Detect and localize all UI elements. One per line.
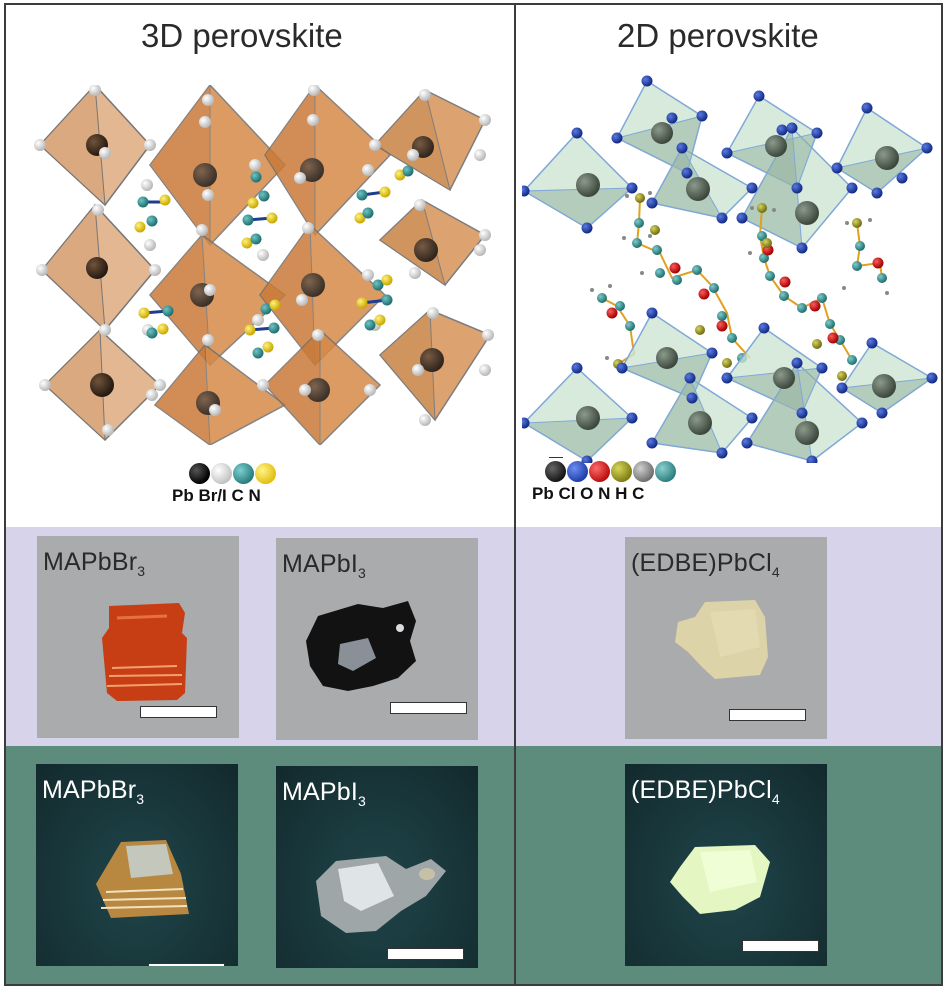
pb-atom-swatch [189,463,210,484]
c-atom-swatch [233,463,254,484]
n-atom-swatch [255,463,276,484]
mapbbr3-crystal-uv [96,840,189,918]
scale-bar [729,709,806,721]
scale-bar [148,963,225,966]
photo-edbe-pbcl4-uv: (EDBE)PbCl4 [625,764,827,966]
pb-atom-swatch [545,461,566,482]
formula-label: MAPbBr3 [43,548,146,579]
title-2d-perovskite: 2D perovskite [617,17,819,54]
scale-bar [742,940,819,952]
mapbi3-crystal-uv [316,856,446,933]
3d-element-legend: Pb Br/I C N [172,463,277,506]
scale-bar [387,948,464,960]
formula-label: MAPbI3 [282,550,367,581]
2d-perovskite-structure-diagram [522,75,938,463]
3d-perovskite-structure-diagram [34,85,494,445]
h-atom-swatch [633,461,654,482]
panel-divider [514,3,516,986]
scale-bar [390,702,467,714]
photo-mapbi3-ambient: MAPbI3 [276,538,478,740]
photo-edbe-pbcl4-ambient: (EDBE)PbCl4 [625,537,827,739]
c-atom-swatch [655,461,676,482]
formula-label: MAPbBr3 [42,776,145,807]
formula-label: (EDBE)PbCl4 [631,549,780,580]
cl-atom-swatch [567,461,588,482]
octahedron [38,85,151,207]
mapbi3-crystal [306,601,416,691]
2d-legend-labels: Pb Cl O N H C [532,484,645,503]
photo-mapbbr3-ambient: MAPbBr3 [37,536,239,738]
edbe-pbcl4-crystal [675,600,768,679]
br-i-atom-swatch [211,463,232,484]
edbe-pbcl4-crystal-uv [670,845,770,914]
title-3d-perovskite: 3D perovskite [141,17,343,54]
photo-mapbi3-uv: MAPbI3 [276,766,478,968]
n-atom-swatch [611,461,632,482]
2d-element-legend: Pb Cl O N H C [532,457,677,504]
scale-bar [140,706,217,718]
mapbbr3-crystal [102,603,187,701]
formula-label: MAPbI3 [282,778,367,809]
photo-mapbbr3-uv: MAPbBr3 [36,764,238,966]
o-atom-swatch [589,461,610,482]
legend-tick-mark [549,457,563,458]
formula-label: (EDBE)PbCl4 [631,776,780,807]
3d-legend-labels: Pb Br/I C N [172,486,261,505]
